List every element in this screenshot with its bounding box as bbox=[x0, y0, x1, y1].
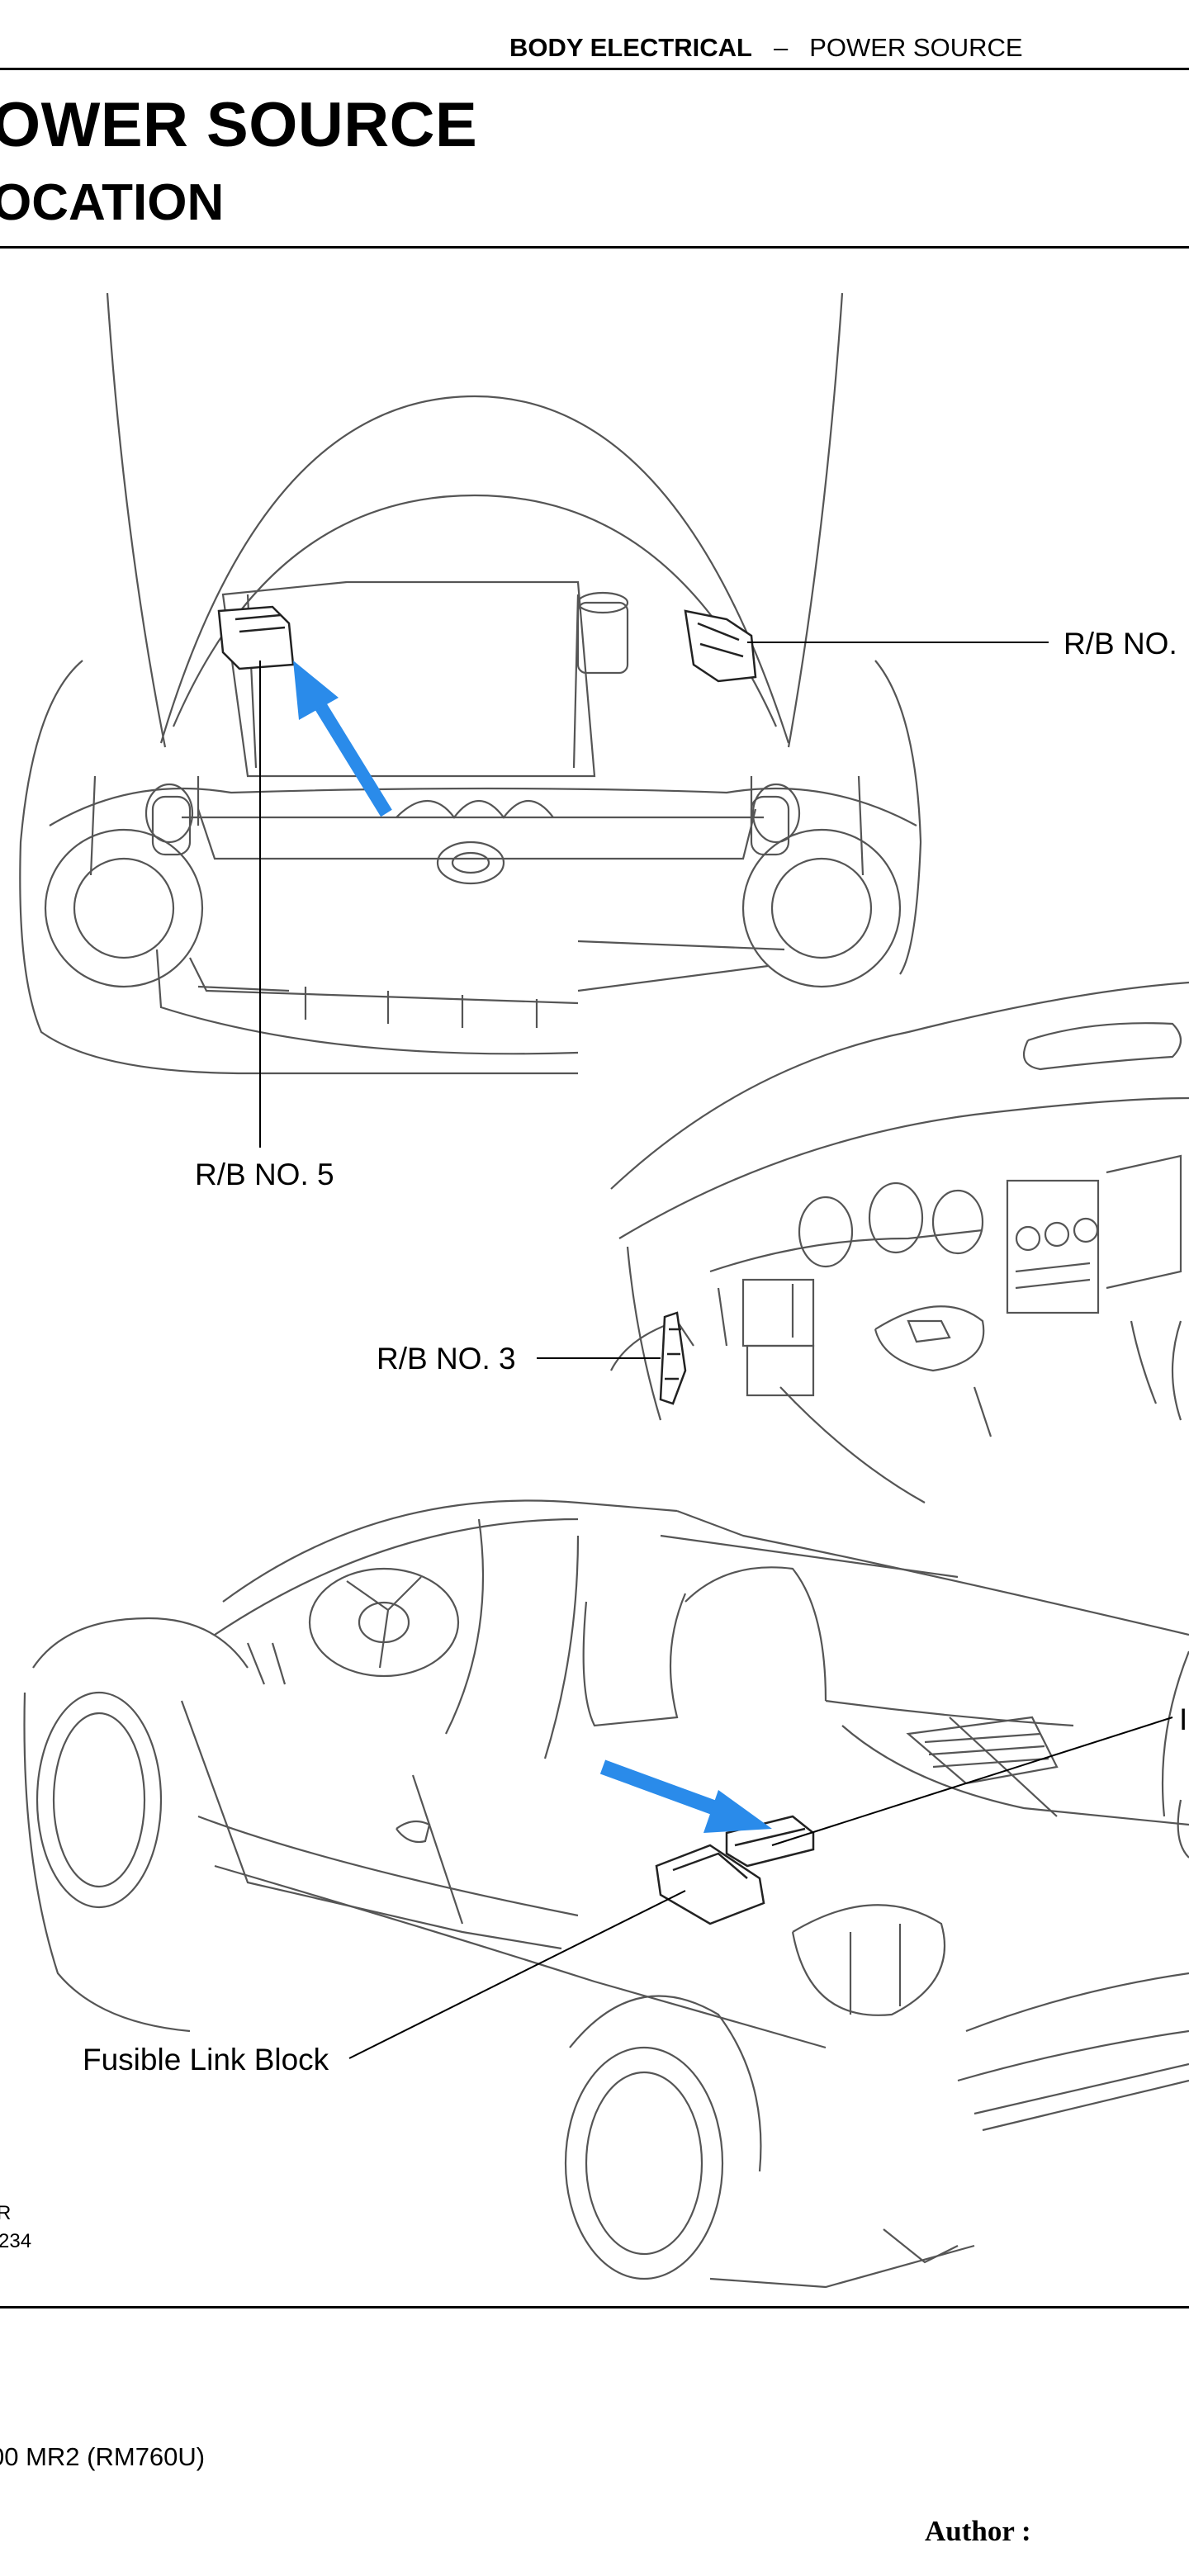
label-rb-no5: R/B NO. 5 bbox=[195, 1158, 334, 1191]
side-view-car-drawing bbox=[23, 1499, 1189, 2289]
label-rb-no3: R/B NO. 3 bbox=[377, 1342, 516, 1376]
page-header: BODY ELECTRICAL–POWER SOURCE bbox=[509, 33, 1023, 63]
relay-block-shapes bbox=[217, 605, 757, 683]
subsection-name: POWER SOURCE bbox=[809, 33, 1023, 62]
author-label: Author : bbox=[925, 2515, 1031, 2547]
rb3-shape bbox=[659, 1311, 687, 1405]
page-title: OWER SOURCE bbox=[0, 90, 478, 160]
dashboard-drawing bbox=[610, 981, 1189, 1503]
leader-lines-rear bbox=[348, 1717, 1173, 2059]
leader-lines-front bbox=[259, 642, 1049, 1148]
page-subtitle: OCATION bbox=[0, 174, 225, 231]
location-figure: R/B NO. R/B NO. 5 R/B NO. 3 Fusible Link… bbox=[0, 292, 1189, 2289]
title-rule bbox=[0, 246, 1189, 249]
arrow-to-fusible-link bbox=[599, 1759, 772, 1833]
arrow-to-rb5 bbox=[293, 661, 392, 817]
header-rule bbox=[0, 68, 1189, 70]
figure-code-fragment-2: 234 bbox=[0, 2230, 31, 2252]
figure-bottom-rule bbox=[0, 2306, 1189, 2308]
footer-model: 00 MR2 (RM760U) bbox=[0, 2442, 206, 2471]
label-right-edge: I bbox=[1179, 1702, 1187, 1736]
label-rb-no-top: R/B NO. bbox=[1063, 627, 1177, 661]
fusible-link-shapes bbox=[655, 1815, 815, 1925]
label-fusible-link-block: Fusible Link Block bbox=[83, 2043, 329, 2076]
header-separator: – bbox=[773, 33, 789, 62]
section-name: BODY ELECTRICAL bbox=[509, 33, 752, 62]
front-view-car-drawing bbox=[19, 292, 922, 1075]
figure-code-fragment-1: R bbox=[0, 2202, 11, 2224]
